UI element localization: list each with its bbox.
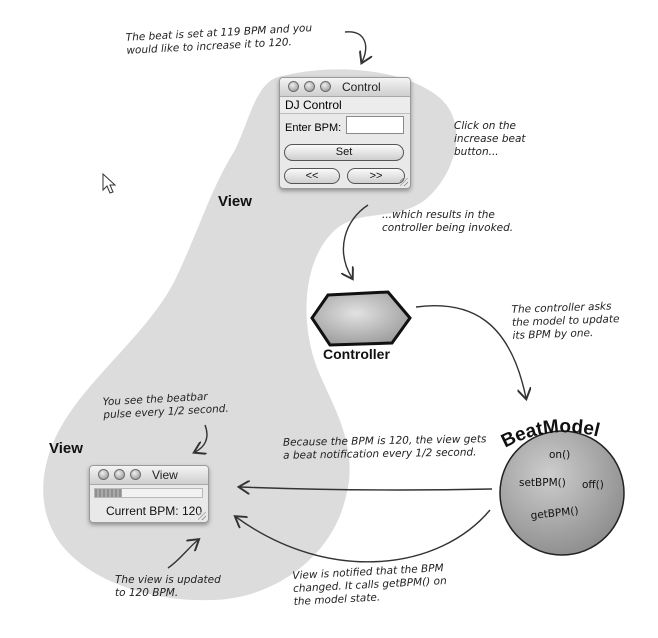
- arrow-notification: [240, 487, 493, 490]
- arrow-to-controller: [343, 204, 369, 278]
- control-window: Control DJ Control Enter BPM: Set << >>: [279, 77, 411, 189]
- arrow-to-view-window: [195, 424, 208, 452]
- resize-handle-icon[interactable]: [400, 178, 408, 186]
- note-view-notified: View is notified that the BPM changed. I…: [292, 562, 448, 609]
- arrow-view-updated: [167, 540, 198, 569]
- arrow-to-model: [415, 305, 526, 398]
- controller-label: Controller: [323, 346, 390, 362]
- arrow-to-control-window: [344, 31, 366, 62]
- zoom-icon[interactable]: [130, 469, 141, 480]
- close-icon[interactable]: [98, 469, 109, 480]
- view-window: View Current BPM: 120: [89, 465, 209, 523]
- bpm-input[interactable]: [346, 116, 404, 134]
- minimize-icon[interactable]: [304, 81, 315, 92]
- mouse-cursor-icon: [102, 172, 117, 194]
- minimize-icon[interactable]: [114, 469, 125, 480]
- zoom-icon[interactable]: [320, 81, 331, 92]
- controller-shape: [310, 290, 412, 347]
- note-beat-notification: Because the BPM is 120, the view gets a …: [282, 433, 487, 462]
- enter-bpm-label: Enter BPM:: [285, 122, 342, 134]
- set-button[interactable]: Set: [284, 144, 404, 161]
- view-window-titlebar[interactable]: View: [90, 466, 208, 485]
- method-off: off(): [582, 479, 604, 491]
- dj-control-heading: DJ Control: [280, 97, 410, 114]
- note-click-increase: Click on the increase beat button...: [454, 120, 526, 158]
- method-on: on(): [549, 449, 570, 461]
- close-icon[interactable]: [288, 81, 299, 92]
- control-window-titlebar[interactable]: Control: [280, 78, 410, 97]
- beatbar-fill: [95, 489, 122, 497]
- view-label-top: View: [218, 193, 252, 210]
- view-window-title: View: [152, 468, 178, 482]
- beat-model-sphere: [499, 430, 625, 556]
- note-controller-invoked: ...which results in the controller being…: [382, 209, 514, 234]
- control-window-title: Control: [342, 80, 381, 94]
- method-setbpm: setBPM(): [519, 477, 566, 489]
- view-label-bottom: View: [49, 440, 83, 457]
- decrease-bpm-button[interactable]: <<: [284, 168, 340, 184]
- arrow-getbpm: [236, 509, 491, 563]
- resize-handle-icon[interactable]: [198, 512, 206, 520]
- beatbar: [94, 488, 203, 498]
- increase-bpm-button[interactable]: >>: [347, 168, 405, 184]
- note-view-updated: The view is updated to 120 BPM.: [115, 574, 221, 599]
- method-getbpm: getBPM(): [530, 505, 579, 522]
- note-controller-asks: The controller asks the model to update …: [511, 300, 620, 342]
- current-bpm-label: Current BPM: 120: [105, 504, 202, 518]
